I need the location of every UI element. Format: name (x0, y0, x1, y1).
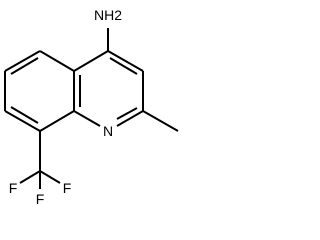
bond-c2-n1-inner (116, 107, 138, 120)
fluorine-left-label: F (9, 180, 18, 196)
molecule-structure: NH2 N F F F (4, 7, 179, 207)
ring-nitrogen-label: N (103, 123, 113, 139)
bond-c4-c3 (107, 50, 144, 72)
bond-c5-c6-inner (10, 57, 39, 75)
bond-c7-c8 (4, 110, 41, 132)
fluorine-right-label: F (63, 180, 72, 196)
bond-c4-c4a (73, 50, 109, 72)
bond-c4a-c5 (39, 50, 75, 72)
bond-c2-methyl (142, 110, 179, 132)
fluorine-top-label: F (36, 191, 45, 207)
bond-c8-c8a (39, 110, 75, 132)
bond-c5-c6 (4, 50, 41, 72)
bond-cf3-f-left (19, 170, 41, 184)
bond-c4-c3-inner (109, 57, 138, 75)
bond-c7-c8-inner (10, 106, 39, 124)
bond-c2-n1 (116, 110, 144, 127)
amine-label: NH2 (94, 7, 122, 23)
bond-n1-c8a (73, 110, 101, 127)
bond-cf3-f-right (39, 170, 61, 184)
